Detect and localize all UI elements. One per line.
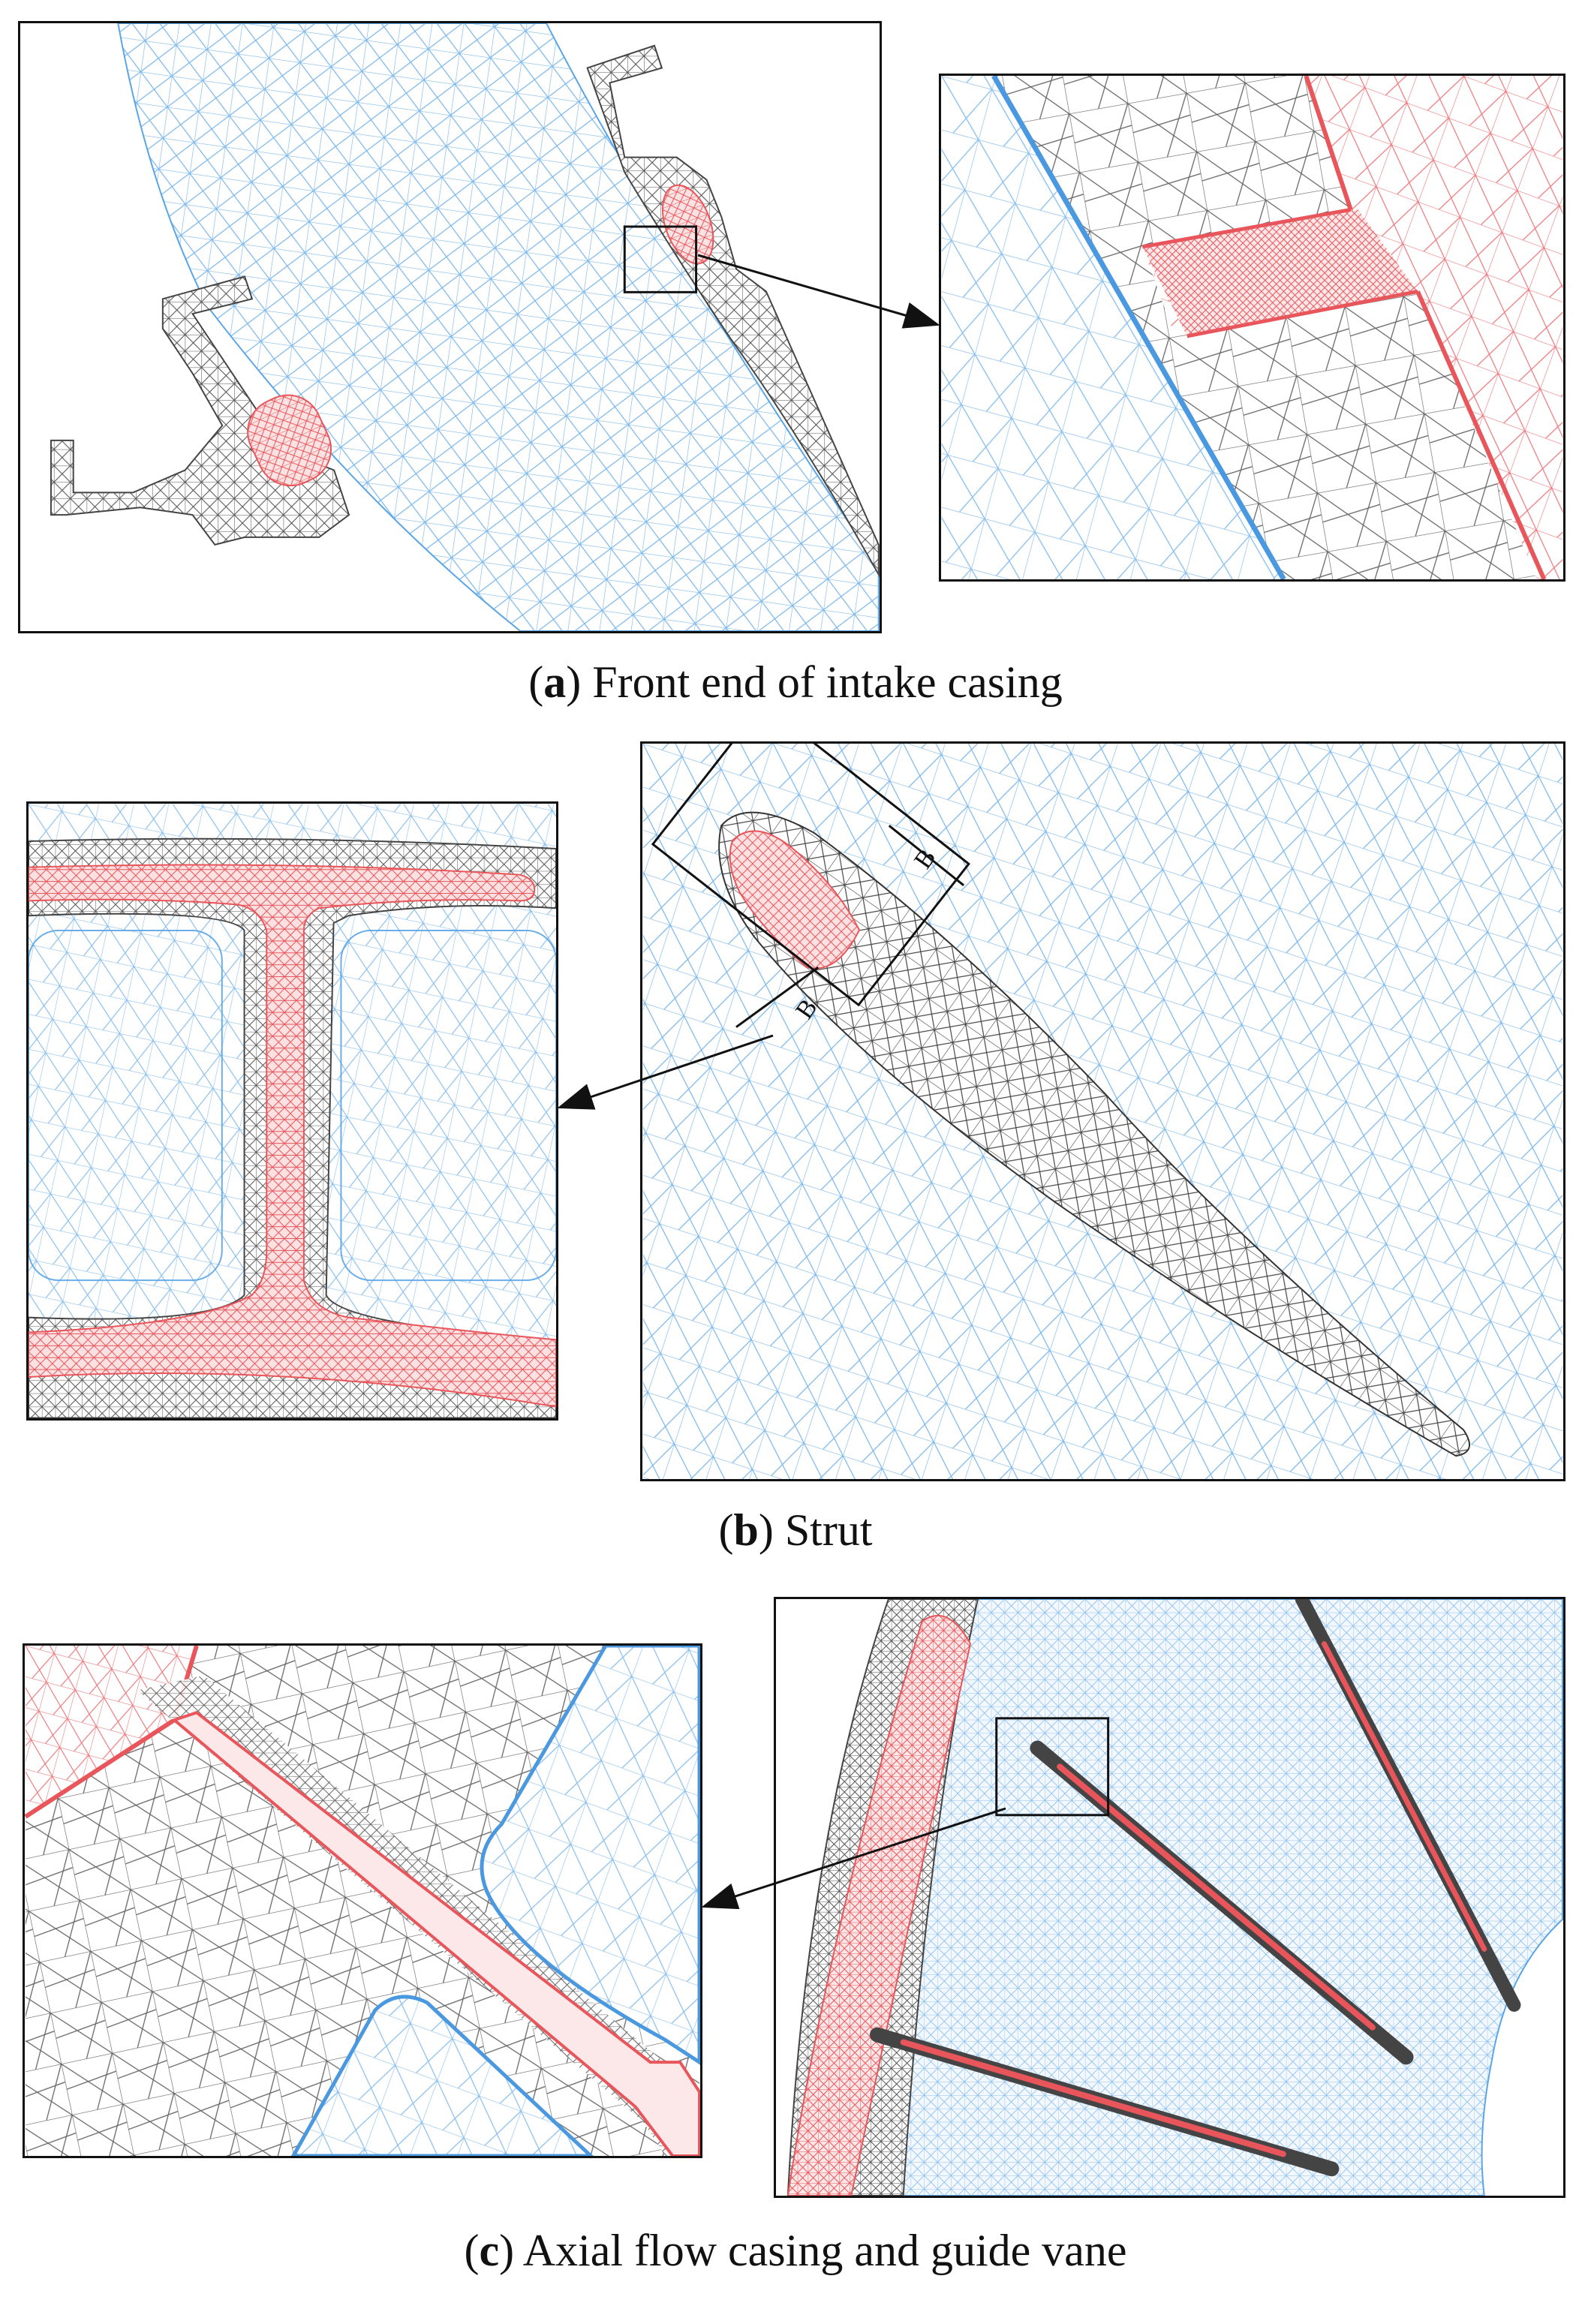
panel-b-zoom-mesh xyxy=(29,804,556,1418)
caption-b-text: Strut xyxy=(784,1505,873,1555)
panel-c-zoom xyxy=(23,1643,702,2158)
caption-a-letter: a xyxy=(543,657,567,707)
caption-c-letter: c xyxy=(479,2226,500,2275)
panel-a-zoom-mesh xyxy=(941,76,1563,579)
panel-b-zoom xyxy=(26,801,558,1421)
caption-c-text: Axial flow casing and guide vane xyxy=(522,2226,1127,2275)
caption-c: (c) Axial flow casing and guide vane xyxy=(464,2226,1127,2275)
zoom-box-b xyxy=(651,744,970,1007)
caption-b-letter: b xyxy=(733,1505,759,1555)
panel-c-zoom-mesh xyxy=(25,1646,700,2156)
panel-a-main xyxy=(18,21,882,633)
panel-c-main xyxy=(774,1597,1565,2198)
caption-a: (a) Front end of intake casing xyxy=(528,657,1063,707)
panel-b-main-mesh xyxy=(642,744,1563,1479)
zoom-box-c xyxy=(995,1717,1110,1817)
zoom-box-a xyxy=(623,225,698,293)
panel-b-main xyxy=(640,741,1565,1481)
panel-a-main-mesh xyxy=(50,23,880,631)
caption-a-text: Front end of intake casing xyxy=(592,657,1063,707)
panel-a-zoom xyxy=(939,74,1565,582)
caption-b: (b) Strut xyxy=(718,1505,873,1555)
panel-c-main-mesh xyxy=(776,1599,1563,2196)
